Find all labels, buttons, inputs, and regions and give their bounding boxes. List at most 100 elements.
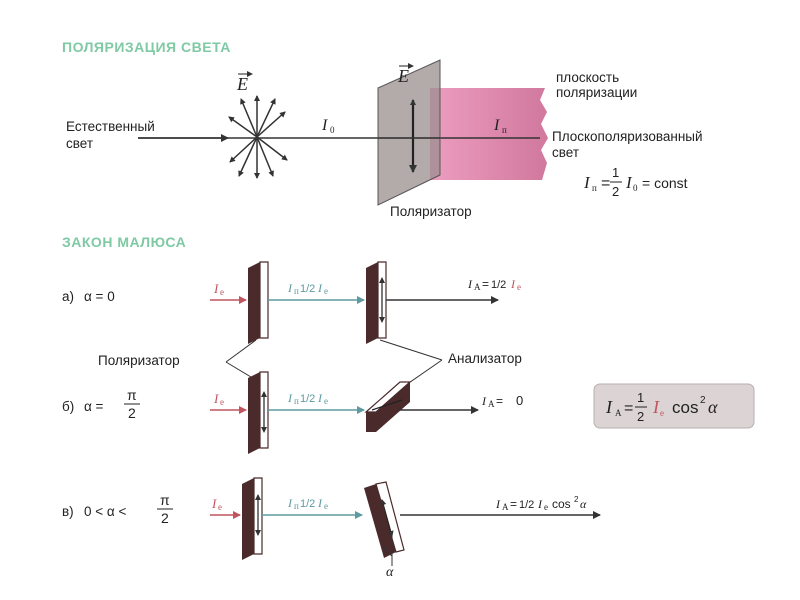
svg-text:E: E — [236, 74, 248, 94]
svg-text:2: 2 — [700, 395, 706, 406]
svg-text:I: I — [317, 496, 323, 510]
polarizer-plate-top — [377, 59, 441, 206]
intensity-i0-label: I 0 — [321, 117, 335, 135]
svg-text:A: A — [488, 399, 495, 409]
svg-text:2: 2 — [637, 409, 644, 424]
svg-text:I: I — [467, 277, 473, 291]
intensity-ip-label: I п — [493, 117, 507, 135]
svg-text:п: п — [294, 501, 299, 511]
svg-text:I: I — [287, 281, 293, 295]
svg-text:1/2: 1/2 — [300, 498, 315, 510]
svg-text:1/2: 1/2 — [300, 393, 315, 405]
polarizer-label-top: Поляризатор — [390, 204, 472, 219]
svg-text:e: e — [324, 501, 328, 511]
svg-text:0: 0 — [516, 393, 523, 408]
svg-text:2: 2 — [161, 510, 169, 526]
case-a-out-label: I A = 1/2 I e — [467, 277, 521, 292]
svg-text:A: A — [502, 502, 509, 512]
svg-text:I: I — [287, 391, 293, 405]
svg-text:=: = — [482, 277, 489, 291]
natural-light-label-2: свет — [66, 136, 93, 151]
svg-text:π: π — [160, 492, 170, 508]
svg-text:I: I — [495, 497, 501, 511]
svg-text:1/2: 1/2 — [491, 279, 506, 291]
svg-text:I: I — [321, 117, 328, 134]
svg-text:0: 0 — [330, 125, 335, 135]
svg-text:I: I — [213, 281, 219, 296]
svg-text:A: A — [615, 408, 622, 418]
svg-text:I: I — [652, 397, 660, 417]
svg-text:e: e — [517, 282, 521, 292]
vector-e-natural-label: E — [236, 71, 253, 94]
case-a-label-cond: α = 0 — [84, 289, 115, 304]
svg-text:б): б) — [62, 399, 74, 414]
svg-text:e: e — [218, 502, 222, 512]
svg-text:1/2: 1/2 — [300, 283, 315, 295]
svg-text:2: 2 — [612, 184, 619, 199]
svg-text:=: = — [496, 394, 503, 408]
case-a-mid-label: I п 1/2 I e — [287, 281, 328, 296]
plane-polarized-label-2: свет — [552, 145, 579, 160]
case-a-label-prefix: а) — [62, 289, 74, 304]
heading-malus: ЗАКОН МАЛЮСА — [62, 234, 186, 250]
plane-label-1: плоскость — [556, 70, 619, 85]
svg-text:I: I — [583, 173, 591, 192]
svg-text:α: α — [386, 565, 394, 580]
svg-text:I: I — [510, 277, 516, 291]
polarized-beam — [430, 88, 548, 180]
svg-text:E: E — [397, 66, 409, 86]
vector-e-polarizer-label: E — [397, 63, 414, 86]
plane-label-2: поляризации — [556, 85, 637, 100]
analyzer-label-malus: Анализатор — [448, 351, 522, 366]
svg-text:e: e — [220, 287, 224, 297]
svg-text:π: π — [127, 387, 137, 403]
svg-text:e: e — [660, 408, 664, 418]
plane-polarized-label-1: Плоскополяризованный — [552, 129, 703, 144]
svg-text:I: I — [211, 496, 217, 511]
svg-text:I: I — [493, 117, 500, 134]
svg-text:I: I — [317, 391, 323, 405]
svg-text:I: I — [537, 497, 543, 511]
svg-text:1: 1 — [637, 390, 644, 405]
svg-text:I: I — [625, 173, 633, 192]
svg-text:I: I — [605, 397, 613, 417]
svg-text:cos: cos — [552, 497, 571, 511]
svg-text:cos: cos — [672, 398, 698, 417]
natural-light-star — [228, 95, 288, 179]
svg-text:A: A — [474, 282, 481, 292]
svg-text:п: п — [592, 183, 597, 193]
natural-light-label-1: Естественный — [66, 119, 155, 134]
svg-text:e: e — [324, 396, 328, 406]
svg-text:п: п — [294, 396, 299, 406]
svg-text:2: 2 — [128, 405, 136, 421]
svg-text:e: e — [324, 286, 328, 296]
svg-text:0: 0 — [633, 183, 638, 193]
formula-ip: I п = 1 2 I 0 = const — [583, 165, 688, 199]
polarizer-label-malus: Поляризатор — [98, 353, 180, 368]
svg-text:I: I — [481, 394, 487, 408]
svg-text:e: e — [220, 397, 224, 407]
svg-text:в): в) — [62, 504, 74, 519]
svg-text:=: = — [624, 400, 633, 417]
svg-text:I: I — [213, 391, 219, 406]
svg-text:1: 1 — [612, 165, 619, 180]
svg-text:= const: = const — [642, 175, 688, 191]
malus-formula-box: I A = 1 2 I e cos 2 α — [593, 383, 755, 429]
svg-text:α: α — [708, 397, 718, 417]
svg-text:=: = — [510, 497, 517, 511]
svg-text:=: = — [601, 175, 610, 192]
svg-text:п: п — [502, 125, 507, 135]
heading-polarization: ПОЛЯРИЗАЦИЯ СВЕТА — [62, 39, 231, 55]
svg-text:2: 2 — [574, 495, 579, 504]
svg-text:1/2: 1/2 — [519, 499, 534, 511]
svg-text:α: α — [580, 497, 587, 511]
svg-text:I: I — [317, 281, 323, 295]
svg-text:0 < α <: 0 < α < — [84, 504, 126, 519]
svg-text:I: I — [287, 496, 293, 510]
svg-text:α =: α = — [84, 399, 104, 414]
